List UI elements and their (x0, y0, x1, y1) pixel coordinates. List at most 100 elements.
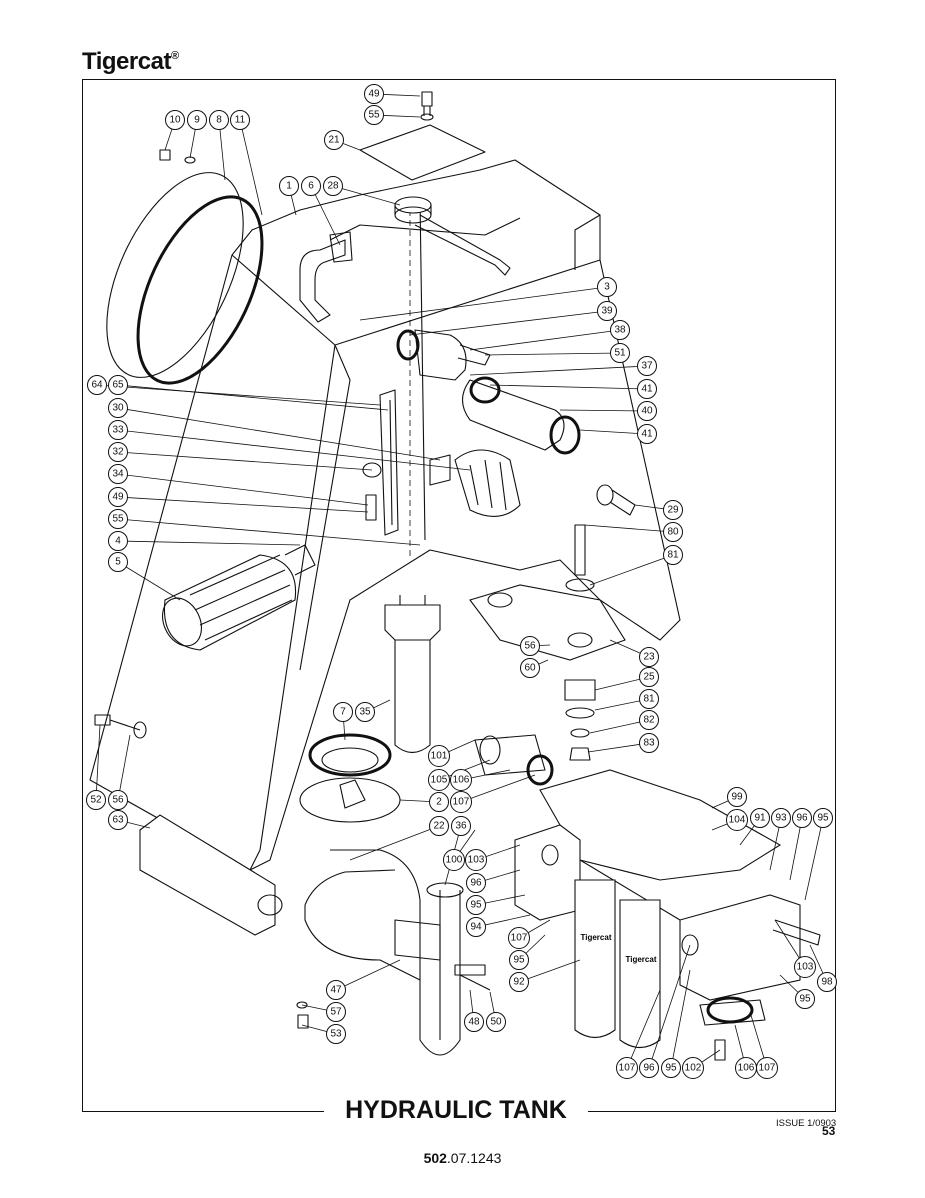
leader-line-107 (626, 989, 661, 1069)
callout-circle (187, 110, 207, 130)
hose-fitting (474, 734, 554, 786)
callout-circle (466, 873, 486, 893)
leader-line-41 (489, 384, 648, 390)
tank-body (89, 159, 681, 871)
callout-37: 37 (637, 356, 657, 376)
callout-label: 93 (775, 813, 787, 824)
callout-label: 96 (643, 1063, 655, 1074)
callout-label: 25 (643, 672, 655, 683)
access-cover (106, 149, 264, 385)
callout-circle (682, 1057, 704, 1079)
callout-51: 51 (610, 343, 630, 363)
callout-106: 106 (735, 1057, 757, 1079)
leader-line-41 (579, 429, 648, 435)
leader-line-5 (117, 561, 181, 601)
callout-circle (792, 808, 812, 828)
filter-embossed-text: Tigercat (581, 933, 612, 942)
leader-line-28 (332, 185, 401, 206)
callout-50: 50 (486, 1012, 506, 1032)
leader-line-34 (117, 473, 369, 506)
callout-60: 60 (520, 658, 540, 678)
leader-line-6 (310, 185, 341, 246)
callout-circle (637, 356, 657, 376)
callout-circle (451, 816, 471, 836)
drain-plug (362, 462, 382, 521)
callout-100: 100 (443, 849, 465, 871)
callout-label: 55 (112, 514, 124, 525)
callout-circle (364, 105, 384, 125)
callout-circle (610, 320, 630, 340)
leader-line-22 (349, 825, 440, 861)
callout-96: 96 (792, 808, 812, 828)
callout-circle (326, 1024, 346, 1044)
callout-label: 37 (641, 361, 653, 372)
callout-circle (108, 442, 128, 462)
callout-label: 41 (641, 384, 653, 395)
suction-assembly (396, 329, 581, 455)
callout-circle (301, 176, 321, 196)
callout-94: 94 (466, 917, 486, 937)
callout-label: 105 (431, 775, 448, 786)
callout-81: 81 (639, 689, 659, 709)
mount-bracket (139, 814, 283, 936)
callout-9: 9 (187, 110, 207, 130)
callout-circle (520, 636, 540, 656)
breather-filter (429, 449, 521, 517)
callout-95: 95 (509, 950, 529, 970)
callout-circle (108, 464, 128, 484)
callout-circle (756, 1057, 778, 1079)
callout-40: 40 (637, 401, 657, 421)
callout-label: 9 (194, 115, 200, 126)
callout-circle (428, 769, 450, 791)
callout-103: 103 (794, 956, 816, 978)
callout-label: 64 (91, 380, 103, 391)
callout-label: 107 (453, 797, 470, 808)
callout-56: 56 (108, 790, 128, 810)
callout-circle (326, 980, 346, 1000)
callout-95: 95 (466, 895, 486, 915)
callout-circle (108, 552, 128, 572)
callout-label: 56 (524, 641, 536, 652)
callout-circle (639, 733, 659, 753)
callout-label: 39 (601, 306, 613, 317)
callout-label: 103 (797, 962, 814, 973)
callout-107: 107 (616, 1057, 638, 1079)
callout-80: 80 (663, 522, 683, 542)
callout-5: 5 (108, 552, 128, 572)
callout-circle (450, 769, 472, 791)
callout-label: 55 (368, 110, 380, 121)
leader-line-82 (589, 719, 650, 734)
callout-102: 102 (682, 1057, 704, 1079)
leader-line-40 (559, 409, 648, 412)
callout-label: 106 (738, 1063, 755, 1074)
callout-30: 30 (108, 398, 128, 418)
callout-label: 96 (796, 813, 808, 824)
callout-label: 103 (468, 855, 485, 866)
callout-circle (443, 849, 465, 871)
callout-39: 39 (597, 301, 617, 321)
callout-1: 1 (279, 176, 299, 196)
callout-107: 107 (756, 1057, 778, 1079)
mount-bolts (94, 714, 491, 1029)
callout-circle (663, 500, 683, 520)
callout-circle (794, 956, 816, 978)
leader-line-30 (117, 407, 441, 461)
callout-label: 41 (641, 429, 653, 440)
callout-circle (429, 792, 449, 812)
callout-circle (597, 301, 617, 321)
callout-label: 98 (821, 977, 833, 988)
leader-line-83 (587, 742, 650, 753)
callout-circle (610, 343, 630, 363)
callout-label: 96 (470, 878, 482, 889)
callout-92: 92 (509, 972, 529, 992)
callout-48: 48 (464, 1012, 484, 1032)
callout-circle (813, 808, 833, 828)
callout-label: 36 (455, 821, 467, 832)
callout-65: 65 (108, 375, 128, 395)
callout-25: 25 (639, 667, 659, 687)
sight-gauge (379, 389, 399, 536)
callout-41: 41 (637, 424, 657, 444)
leader-line-52 (95, 724, 101, 801)
callout-label: 3 (604, 282, 610, 293)
